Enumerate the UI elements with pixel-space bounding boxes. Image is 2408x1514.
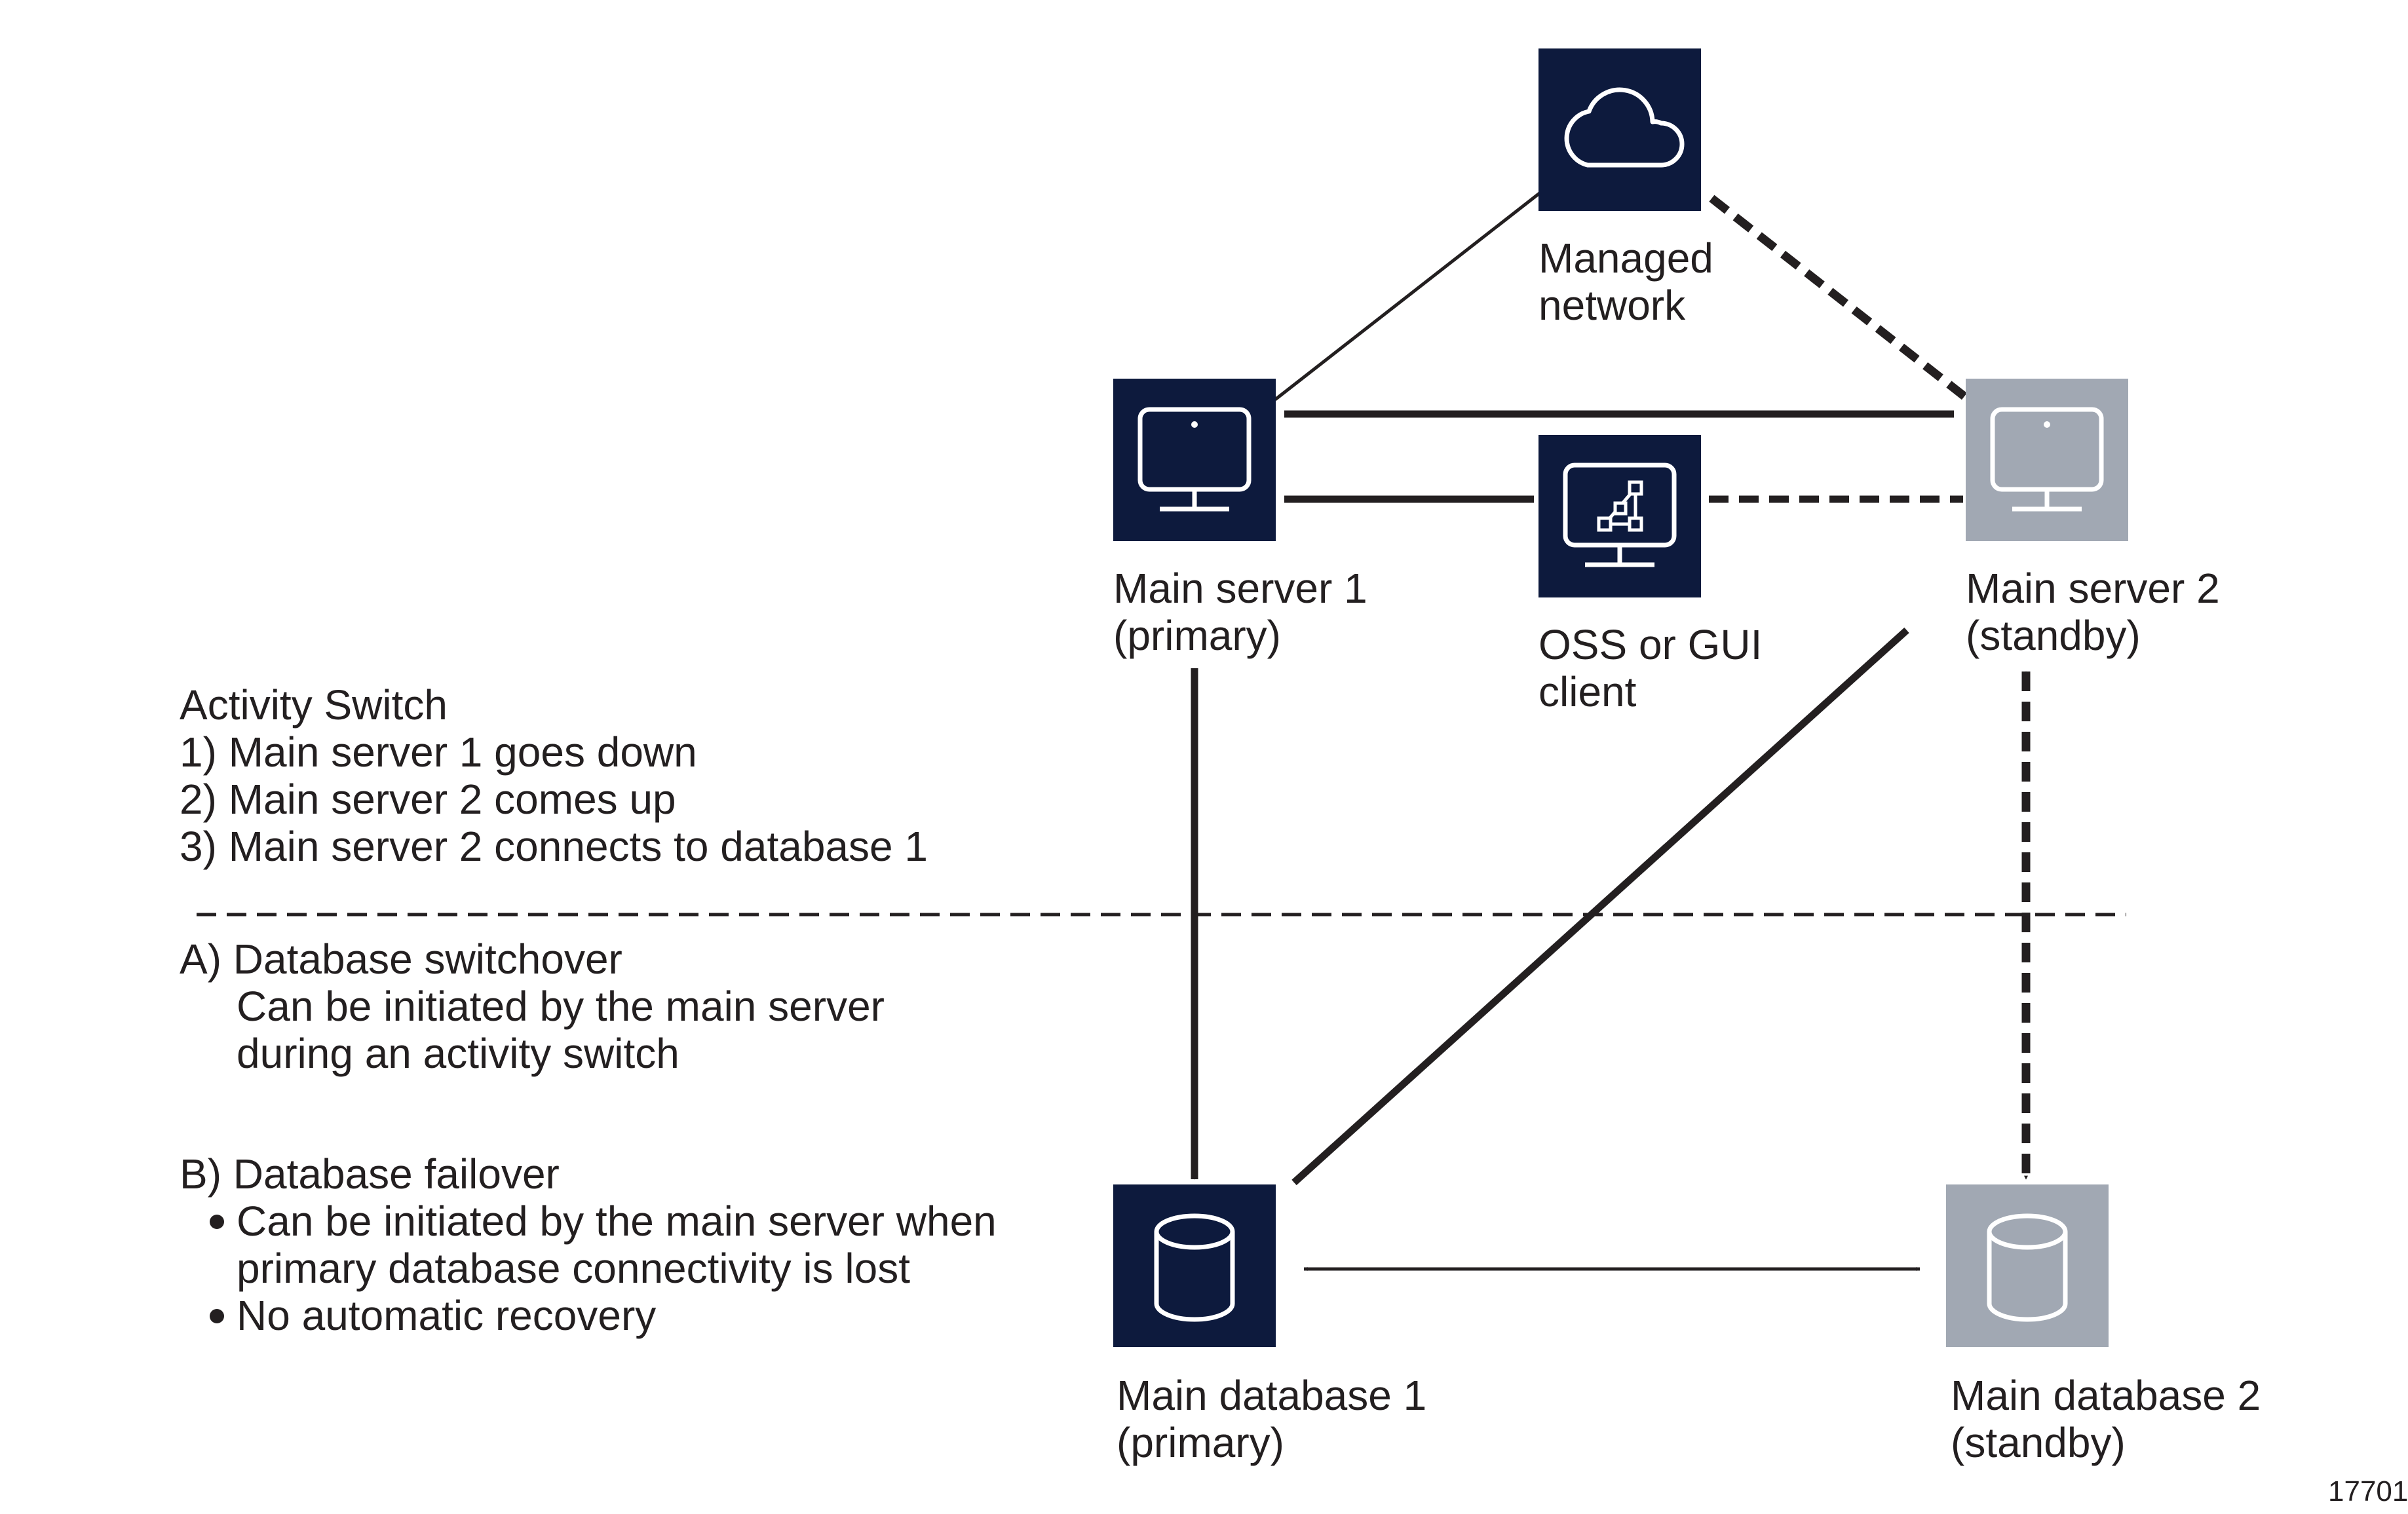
failover-bullet-2: No automatic recovery bbox=[180, 1292, 997, 1339]
failover-bullet-1-continuation: primary database connectivity is lost bbox=[237, 1245, 910, 1292]
main-database-1-node bbox=[1113, 1184, 1276, 1347]
main-server-2-node bbox=[1966, 379, 2128, 541]
figure-id: 17701 bbox=[2328, 1475, 2408, 1507]
switchover-title: A) Database switchover bbox=[180, 936, 622, 983]
managed-network-node bbox=[1538, 48, 1701, 211]
oss-gui-client-label-line2: client bbox=[1538, 668, 1637, 715]
main-database-1-label-line2: (primary) bbox=[1117, 1419, 1284, 1466]
activity-switch-title: Activity Switch bbox=[180, 681, 448, 729]
main-database-2-label: Main database 2 (standby) bbox=[1951, 1372, 2261, 1466]
server1-to-network-link bbox=[1274, 191, 1542, 401]
main-server-2-label: Main server 2 (standby) bbox=[1966, 565, 2220, 659]
failover-bullet-2-text: No automatic recovery bbox=[237, 1292, 657, 1339]
main-server-1-label: Main server 1 (primary) bbox=[1113, 565, 1367, 659]
oss-gui-client-box bbox=[1538, 435, 1701, 597]
managed-network-label-line2: network bbox=[1538, 282, 1686, 329]
failover-notes: B) Database failover Can be initiated by… bbox=[180, 1150, 997, 1339]
main-database-2-label-line2: (standby) bbox=[1951, 1419, 2126, 1466]
main-database-2-box bbox=[1946, 1184, 2109, 1347]
database-cylinder-icon bbox=[1154, 1213, 1235, 1322]
main-server-1-box bbox=[1113, 379, 1276, 541]
main-server-2-label-line2: (standby) bbox=[1966, 612, 2141, 659]
server2-database1-arrow bbox=[1291, 627, 1909, 1186]
server2-to-network-dashed-link bbox=[1700, 188, 1968, 400]
cloud-icon bbox=[1564, 87, 1685, 168]
activity-switch-step-1: 1) Main server 1 goes down bbox=[180, 729, 697, 776]
main-database-1-box bbox=[1113, 1184, 1276, 1347]
database-cylinder-icon bbox=[1987, 1213, 2068, 1322]
topology-monitor-icon bbox=[1563, 463, 1677, 567]
main-server-1-node bbox=[1113, 379, 1276, 541]
monitor-icon bbox=[1137, 407, 1252, 512]
main-server-1-label-line1: Main server 1 bbox=[1113, 565, 1367, 612]
main-database-1-label-line1: Main database 1 bbox=[1117, 1372, 1427, 1419]
oss-gui-client-node bbox=[1538, 435, 1701, 597]
activity-switch-notes: Activity Switch 1) Main server 1 goes do… bbox=[180, 681, 928, 870]
main-database-1-label: Main database 1 (primary) bbox=[1117, 1372, 1426, 1466]
failover-bullet-1: Can be initiated by the main server when bbox=[180, 1198, 997, 1245]
main-database-2-node bbox=[1946, 1184, 2109, 1347]
failover-bullet-1-line1: Can be initiated by the main server when bbox=[237, 1198, 997, 1245]
main-server-2-label-line1: Main server 2 bbox=[1966, 565, 2220, 612]
oss-gui-client-label-line1: OSS or GUI bbox=[1538, 621, 1763, 668]
activity-switch-step-3: 3) Main server 2 connects to database 1 bbox=[180, 823, 928, 870]
switchover-line-2: during an activity switch bbox=[237, 1030, 679, 1077]
main-database-2-label-line1: Main database 2 bbox=[1951, 1372, 2261, 1419]
managed-network-label: Managed network bbox=[1538, 235, 1713, 329]
main-server-2-box bbox=[1966, 379, 2128, 541]
switchover-notes: A) Database switchover Can be initiated … bbox=[180, 936, 885, 1077]
oss-gui-client-label: OSS or GUI client bbox=[1538, 621, 1762, 715]
failover-title: B) Database failover bbox=[180, 1150, 560, 1198]
monitor-icon bbox=[1990, 407, 2104, 512]
managed-network-label-line1: Managed bbox=[1538, 235, 1713, 282]
activity-switch-step-2: 2) Main server 2 comes up bbox=[180, 776, 676, 823]
main-server-1-label-line2: (primary) bbox=[1113, 612, 1281, 659]
switchover-line-1: Can be initiated by the main server bbox=[237, 983, 885, 1030]
